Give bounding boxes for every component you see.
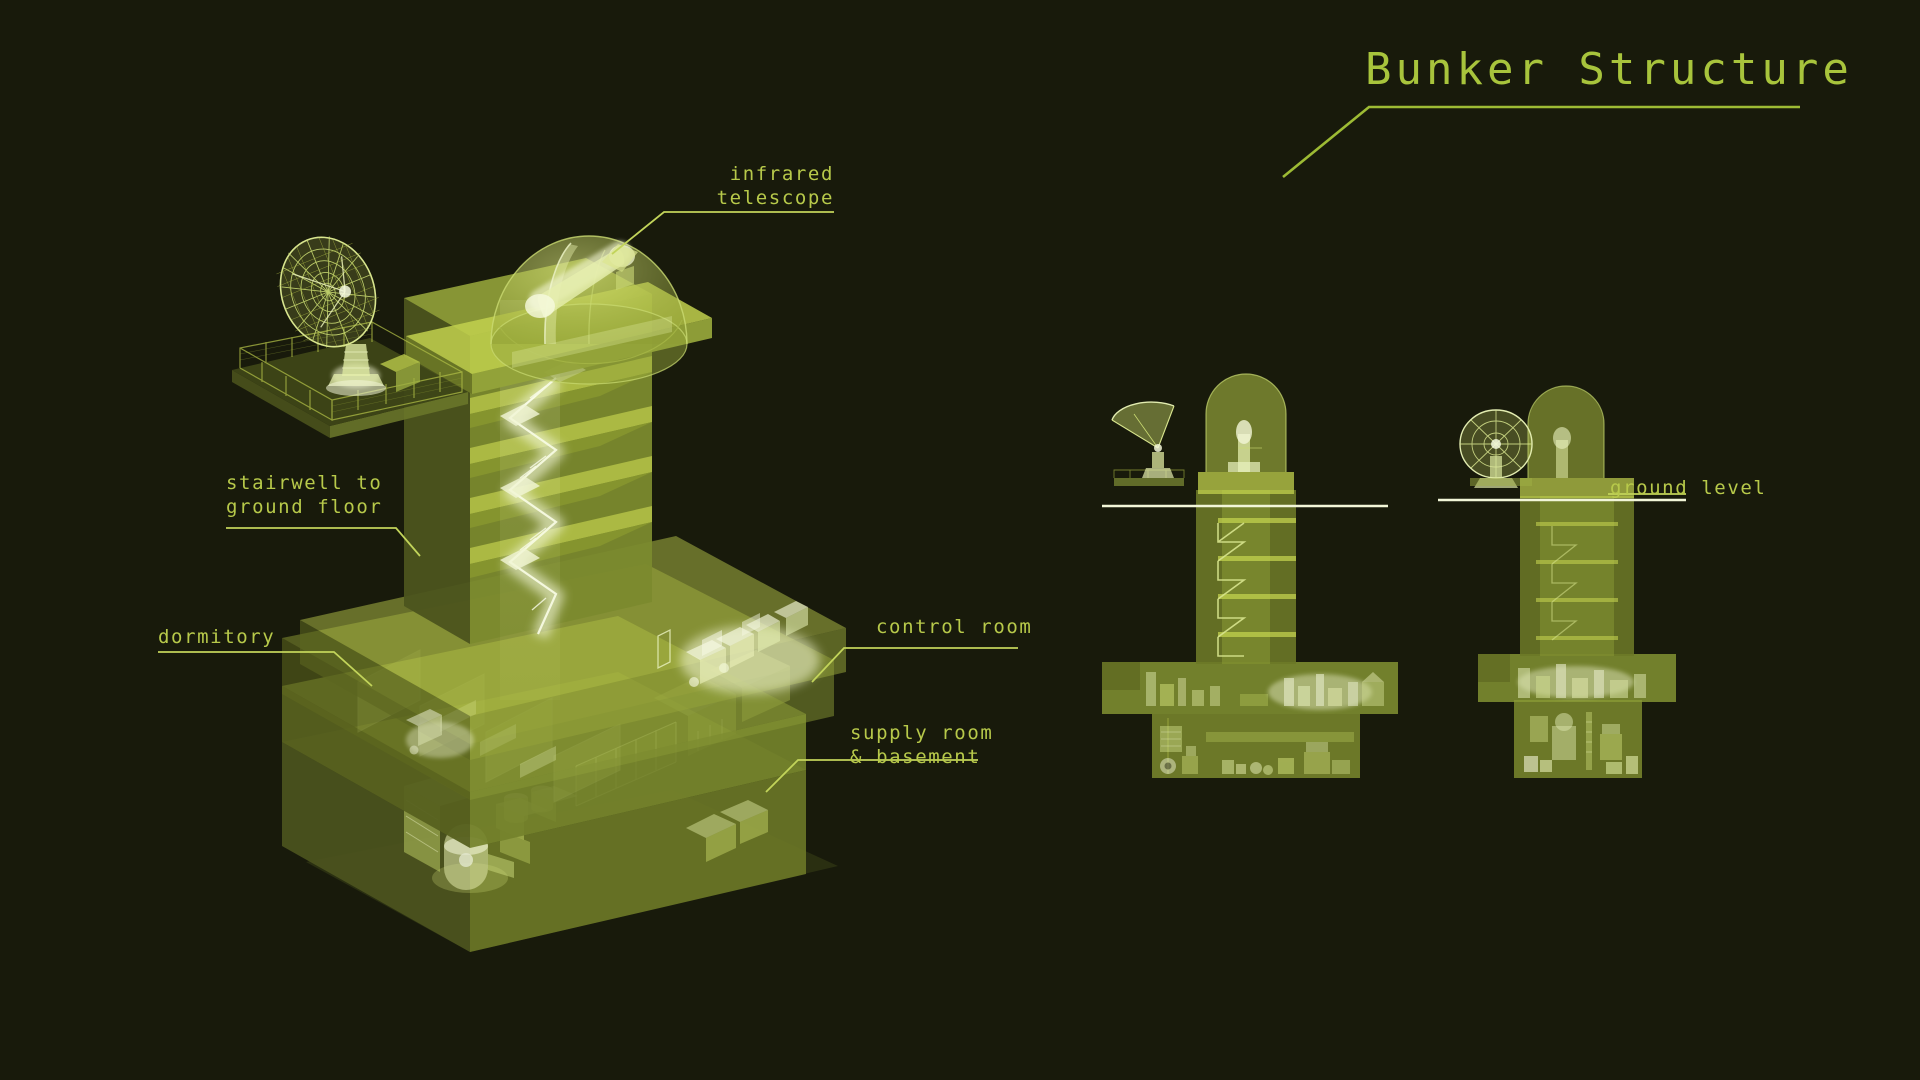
svg-text:& basement: & basement	[850, 746, 980, 768]
side-stairwell	[1551, 526, 1578, 641]
control-room-door	[657, 628, 671, 670]
label-dormitory[interactable]: dormitory	[158, 626, 275, 648]
control-room-equipment	[657, 601, 820, 694]
leader-control-room	[811, 647, 1018, 683]
title-underline-leader	[1282, 105, 1800, 179]
svg-text:stairwell to: stairwell to	[226, 472, 382, 494]
leader-infrared-telescope	[611, 211, 834, 255]
title-group: Bunker Structure	[1282, 44, 1853, 179]
side-dome	[1520, 385, 1634, 498]
svg-text:dormitory: dormitory	[158, 626, 275, 648]
side-floor-lines	[1536, 522, 1618, 640]
isometric-leaders	[158, 211, 1018, 793]
workstation-cluster	[406, 709, 474, 758]
label-stairwell[interactable]: stairwell to ground floor	[226, 472, 382, 518]
satellite-platform	[232, 236, 468, 438]
dish-pedestal	[326, 344, 386, 396]
leader-supply-room	[765, 759, 978, 793]
front-elevation-view	[1102, 373, 1398, 778]
annotation-labels: infrared telescope stairwell to ground f…	[158, 163, 1766, 768]
side-basement-contents	[1524, 712, 1638, 774]
satellite-dish	[276, 236, 380, 348]
observatory-dome	[490, 235, 688, 385]
svg-text:telescope: telescope	[717, 187, 834, 209]
control-room-level	[300, 536, 846, 760]
leader-dormitory	[158, 651, 373, 687]
platform-equipment-hut	[380, 354, 420, 392]
infrared-telescope-instrument	[525, 241, 638, 318]
label-ground-level[interactable]: ground level	[1610, 477, 1766, 499]
front-basement-contents	[1160, 726, 1354, 775]
leader-stairwell	[226, 527, 421, 557]
front-stairwell	[1217, 522, 1247, 657]
label-supply-room[interactable]: supply room & basement	[850, 722, 993, 768]
dome-shutter	[544, 244, 578, 344]
front-dome	[1198, 373, 1294, 494]
svg-text:infrared: infrared	[730, 163, 834, 185]
isometric-view	[158, 211, 1018, 952]
page-title: Bunker Structure	[1365, 44, 1853, 95]
front-floor-lines	[1218, 518, 1296, 637]
svg-text:supply room: supply room	[850, 722, 993, 744]
side-supply-contents	[1518, 664, 1646, 698]
stairwell-light-shaft	[500, 300, 560, 700]
svg-text:ground level: ground level	[1610, 477, 1766, 499]
label-control-room[interactable]: control room	[876, 616, 1032, 638]
svg-text:control room: control room	[876, 616, 1032, 638]
perimeter-fence	[239, 321, 463, 422]
label-infrared-telescope[interactable]: infrared telescope	[717, 163, 834, 209]
side-elevation-view	[1438, 385, 1686, 778]
front-satellite-dish	[1111, 401, 1185, 486]
front-supply-contents	[1146, 672, 1384, 710]
svg-text:ground floor: ground floor	[226, 496, 382, 518]
